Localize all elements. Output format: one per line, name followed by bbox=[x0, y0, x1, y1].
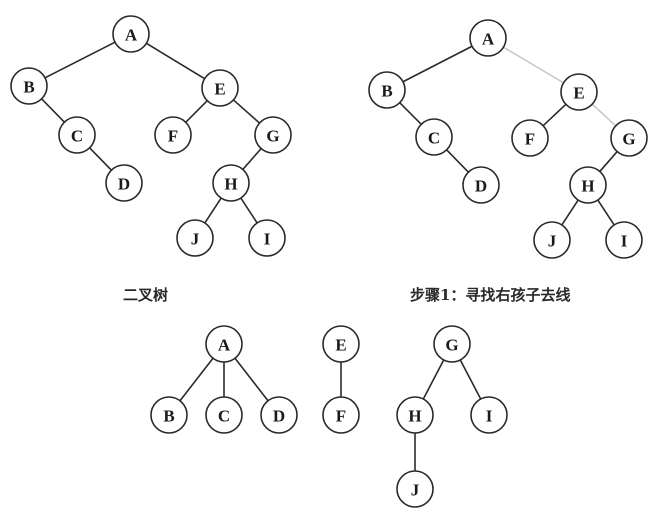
svg-text:G: G bbox=[445, 336, 458, 355]
forest-node-F: F bbox=[322, 396, 360, 434]
svg-text:I: I bbox=[486, 407, 493, 426]
forest-edge-G-I bbox=[459, 359, 482, 400]
step1-tree-node-F: F bbox=[511, 119, 549, 157]
forest-node-A: A bbox=[205, 325, 243, 363]
step1-tree-node-G: G bbox=[610, 119, 648, 157]
step1-tree-node-D: D bbox=[462, 166, 500, 204]
svg-text:D: D bbox=[118, 175, 130, 194]
caption-binary-tree: 二叉树 bbox=[123, 286, 169, 304]
binary-tree-edge-E-G bbox=[232, 99, 261, 124]
svg-text:F: F bbox=[336, 407, 346, 426]
svg-text:H: H bbox=[224, 175, 237, 194]
svg-text:A: A bbox=[218, 336, 231, 355]
step1-tree-edge-H-I bbox=[597, 199, 615, 226]
binary-tree-node-G: G bbox=[254, 116, 292, 154]
binary-tree-node-C: C bbox=[58, 116, 96, 154]
svg-text:E: E bbox=[214, 80, 225, 99]
binary-tree-node-E: E bbox=[201, 69, 239, 107]
step1-tree-node-E: E bbox=[560, 73, 598, 111]
svg-text:I: I bbox=[621, 232, 628, 251]
svg-text:B: B bbox=[23, 78, 34, 97]
binary-tree-node-A: A bbox=[112, 15, 150, 53]
binary-tree-edge-C-D bbox=[89, 147, 112, 171]
step1-tree-edge-B-C bbox=[399, 102, 422, 125]
svg-text:F: F bbox=[168, 127, 178, 146]
svg-text:H: H bbox=[408, 407, 421, 426]
binary-tree-node-B: B bbox=[10, 67, 48, 105]
step1-tree-node-B: B bbox=[368, 71, 406, 109]
svg-text:C: C bbox=[428, 129, 440, 148]
step1-tree-node-C: C bbox=[415, 118, 453, 156]
forest-edge-A-B bbox=[179, 357, 214, 402]
svg-text:I: I bbox=[264, 230, 271, 249]
binary-tree-edge-E-F bbox=[185, 100, 208, 123]
svg-text:E: E bbox=[573, 84, 584, 103]
step1-tree-edge-G-H bbox=[599, 151, 618, 172]
step1-tree-node-J: J bbox=[533, 221, 571, 259]
svg-text:E: E bbox=[335, 336, 346, 355]
binary-tree-edge-A-E bbox=[145, 42, 206, 80]
svg-text:D: D bbox=[273, 407, 285, 426]
svg-text:C: C bbox=[71, 127, 83, 146]
step1-tree-node-H: H bbox=[569, 166, 607, 204]
binary-tree-edge-A-B bbox=[44, 41, 116, 79]
svg-text:F: F bbox=[525, 130, 535, 149]
forest-node-H: H bbox=[396, 396, 434, 434]
step1-tree-edge-E-G-removed bbox=[591, 103, 617, 127]
forest-edge-G-H bbox=[422, 359, 445, 400]
binary-tree-edge-B-C bbox=[41, 98, 65, 123]
binary-tree-node-H: H bbox=[212, 164, 250, 202]
step1-tree-edge-C-D bbox=[446, 149, 469, 173]
svg-text:G: G bbox=[266, 127, 279, 146]
svg-text:B: B bbox=[381, 82, 392, 101]
edges-layer bbox=[41, 41, 618, 471]
forest-node-B: B bbox=[150, 396, 188, 434]
step1-tree-node-A: A bbox=[469, 19, 507, 57]
svg-text:G: G bbox=[622, 130, 635, 149]
binary-tree-node-D: D bbox=[105, 164, 143, 202]
binary-tree-edge-H-I bbox=[240, 197, 258, 224]
binary-tree-edge-G-H bbox=[242, 148, 262, 170]
svg-text:A: A bbox=[125, 26, 138, 45]
forest-node-E: E bbox=[322, 325, 360, 363]
step1-tree-node-I: I bbox=[605, 221, 643, 259]
forest-node-G: G bbox=[433, 325, 471, 363]
step1-tree-edge-A-E-removed bbox=[503, 46, 564, 84]
forest-node-D: D bbox=[260, 396, 298, 434]
svg-text:H: H bbox=[581, 177, 594, 196]
step1-tree-edge-A-B bbox=[402, 45, 473, 83]
nodes-layer: A B E C F G D H J I A B E C F G D H J I A B C D E F G H I J bbox=[10, 15, 648, 508]
forest-node-C: C bbox=[205, 396, 243, 434]
forest-node-J: J bbox=[396, 470, 434, 508]
caption-step1: 步骤1：寻找右孩子去线 bbox=[410, 286, 571, 304]
binary-tree-node-F: F bbox=[154, 116, 192, 154]
svg-text:A: A bbox=[482, 30, 495, 49]
svg-text:D: D bbox=[475, 177, 487, 196]
svg-text:J: J bbox=[411, 481, 420, 500]
svg-text:B: B bbox=[163, 407, 174, 426]
step1-tree-edge-E-F bbox=[542, 103, 567, 127]
svg-text:J: J bbox=[548, 232, 557, 251]
binary-tree-node-J: J bbox=[176, 219, 214, 257]
svg-text:J: J bbox=[191, 230, 200, 249]
forest-node-I: I bbox=[470, 396, 508, 434]
forest-edge-A-D bbox=[234, 357, 269, 402]
svg-text:C: C bbox=[218, 407, 230, 426]
binary-tree-edge-H-J bbox=[204, 197, 222, 224]
step1-tree-edge-H-J bbox=[561, 199, 579, 226]
binary-tree-node-I: I bbox=[248, 219, 286, 257]
